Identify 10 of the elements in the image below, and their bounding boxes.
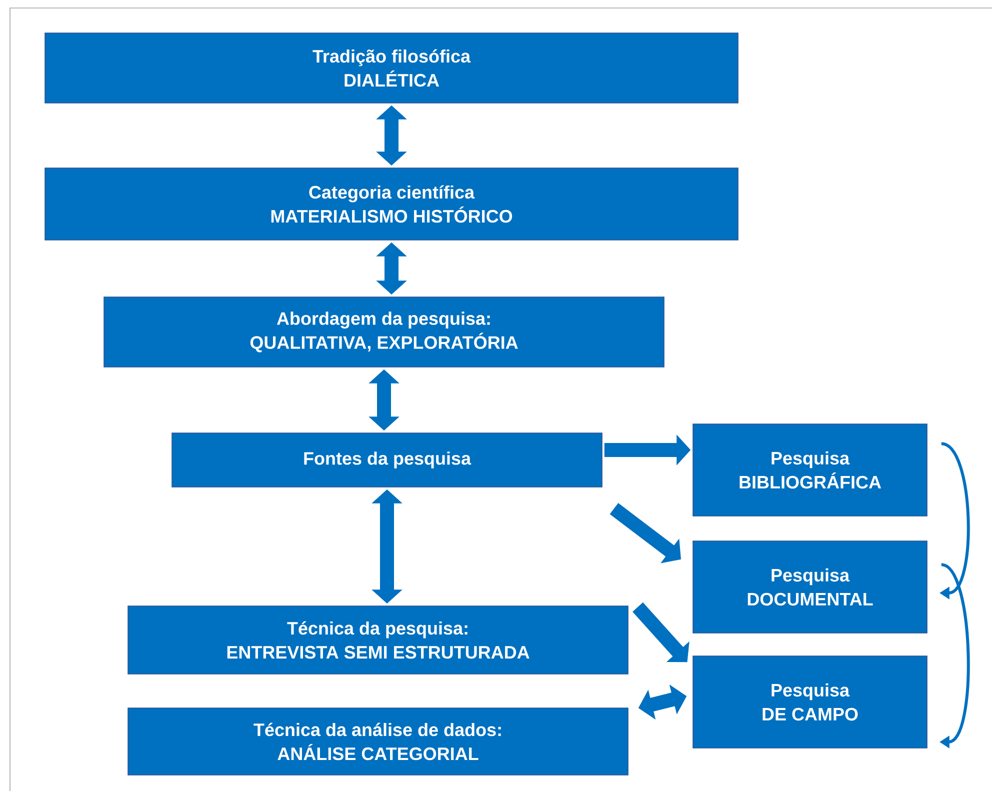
process-box: Abordagem da pesquisa: QUALITATIVA, EXPLORATÓRIA	[104, 296, 664, 368]
process-box: Categoria científica MATERIALISMO HISTÓRICO	[44, 168, 738, 240]
process-box: Tradição filosófica DIALÉTICA	[44, 32, 738, 104]
process-box: Técnica da análise de dados: ANÁLISE CATEGORIAL	[128, 708, 628, 776]
process-box: Técnica da pesquisa: ENTREVISTA SEMI ESTRUTURADA	[128, 606, 628, 674]
process-box: Pesquisa DE CAMPO	[692, 656, 928, 748]
process-box: Fontes da pesquisa	[172, 432, 602, 488]
process-box: Pesquisa DOCUMENTAL	[692, 540, 928, 634]
process-box: Pesquisa BIBLIOGRÁFICA	[692, 424, 928, 516]
arrow	[632, 602, 690, 662]
